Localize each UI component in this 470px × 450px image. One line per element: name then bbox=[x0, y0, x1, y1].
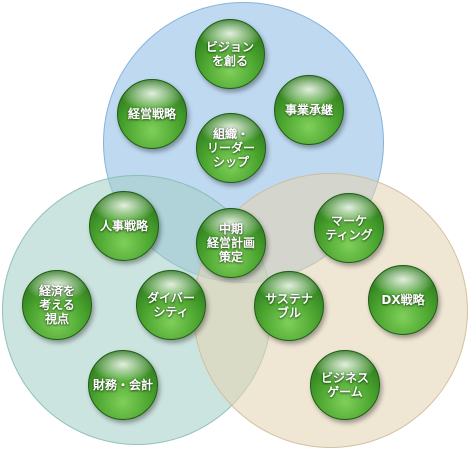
node-diversity[interactable]: ダイバー シティ bbox=[136, 270, 206, 340]
node-marketing[interactable]: マーケ ティング bbox=[314, 193, 384, 263]
node-dx-senryaku[interactable]: DX戦略 bbox=[368, 265, 438, 335]
node-jigyo-shokei[interactable]: 事業承継 bbox=[274, 75, 344, 145]
node-keizai[interactable]: 経済を 考える 視点 bbox=[22, 270, 92, 340]
node-vision[interactable]: ビジョン を創る bbox=[195, 19, 265, 89]
node-sustainable[interactable]: サステナ ブル bbox=[254, 271, 324, 341]
node-soshiki-leader[interactable]: 組織・ リーダー シップ bbox=[196, 113, 266, 183]
node-keiei-senryaku[interactable]: 経営戦略 bbox=[117, 79, 187, 149]
node-zaimu-kaikei[interactable]: 財務・会計 bbox=[88, 350, 158, 420]
node-jinji-senryaku[interactable]: 人事戦略 bbox=[89, 191, 159, 261]
node-chuki-keikaku[interactable]: 中期 経営計画 策定 bbox=[196, 208, 266, 278]
node-business-game[interactable]: ビジネス ゲーム bbox=[310, 350, 380, 420]
